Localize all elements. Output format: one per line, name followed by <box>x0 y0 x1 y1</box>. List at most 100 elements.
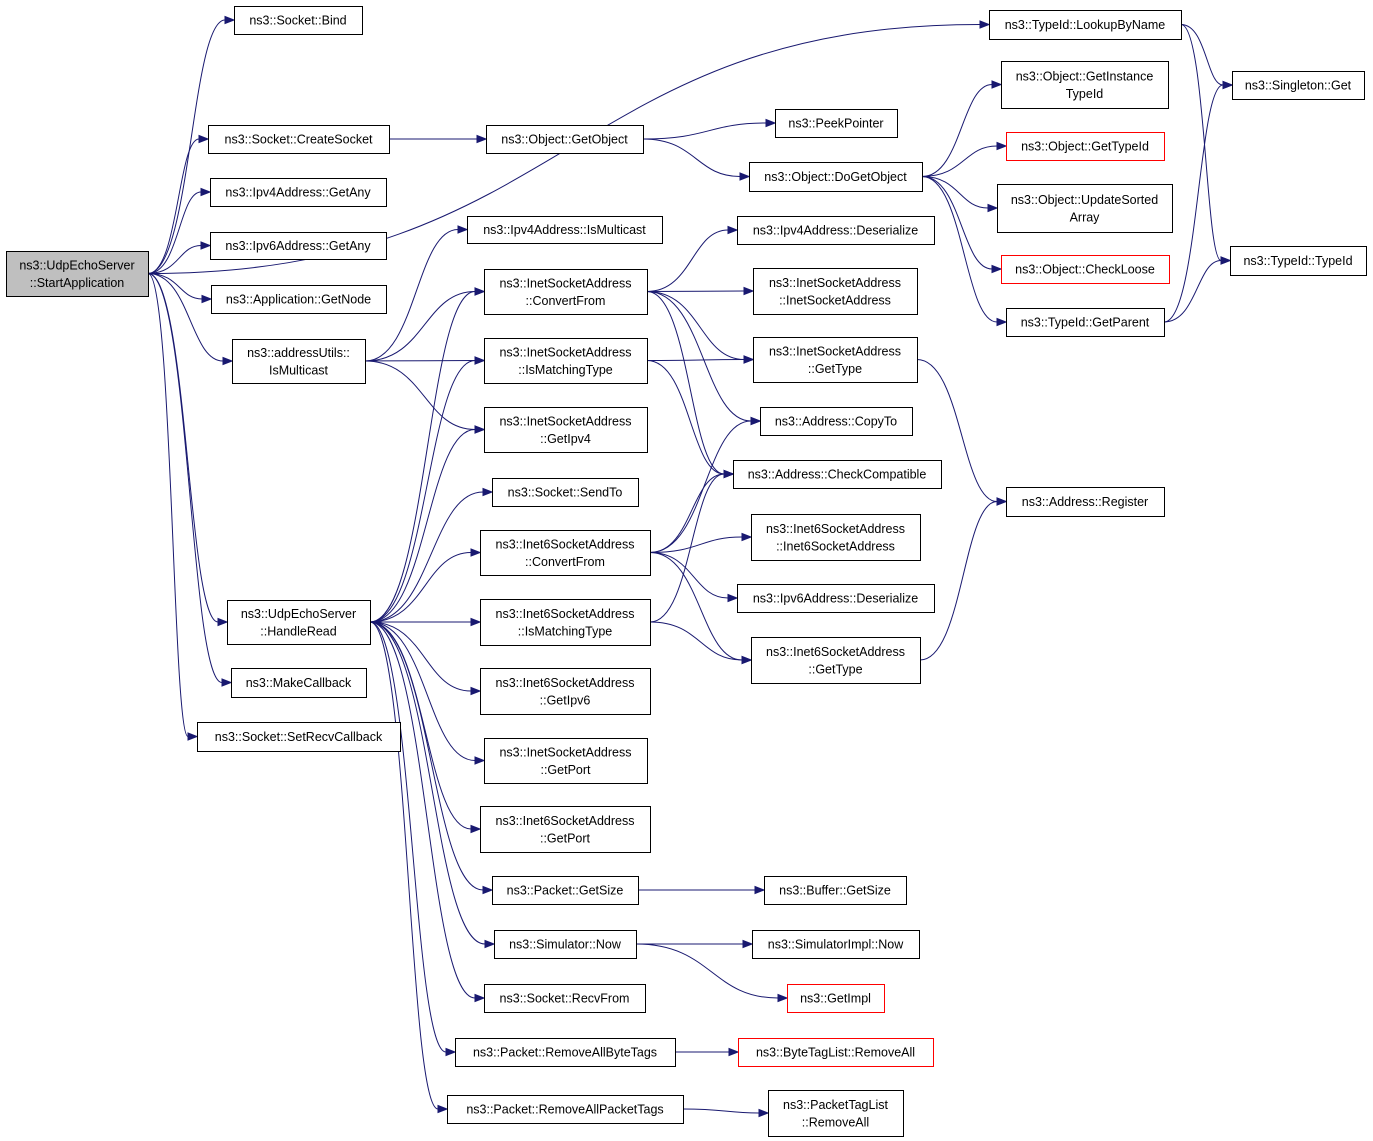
node-inet6gettype[interactable]: ns3::Inet6SocketAddress::GetType <box>751 637 921 684</box>
node-inetgetport[interactable]: ns3::InetSocketAddress::GetPort <box>484 738 648 784</box>
node-removebytetags[interactable]: ns3::Packet::RemoveAllByteTags <box>455 1038 676 1067</box>
node-checkcompatible[interactable]: ns3::Address::CheckCompatible <box>733 460 942 489</box>
node-label: ::StartApplication <box>30 276 125 290</box>
node-inet6ismatching[interactable]: ns3::Inet6SocketAddress::IsMatchingType <box>480 599 651 646</box>
node-simimplnow[interactable]: ns3::SimulatorImpl::Now <box>752 930 920 959</box>
node-label: ns3::Inet6SocketAddress <box>496 607 635 621</box>
node-label: ::GetIpv4 <box>540 432 591 446</box>
node-recvfrom[interactable]: ns3::Socket::RecvFrom <box>484 984 646 1013</box>
edge-getobject-to-dogetobject <box>642 138 741 177</box>
edge-dogetobject-to-getinstancetypeid <box>921 84 993 177</box>
node-label: ns3::UdpEchoServer <box>19 258 134 272</box>
node-getobject[interactable]: ns3::Object::GetObject <box>486 125 644 154</box>
node-getparent[interactable]: ns3::TypeId::GetParent <box>1006 308 1165 337</box>
node-label: ns3::InetSocketAddress <box>769 276 901 290</box>
node-inetgettype[interactable]: ns3::InetSocketAddress::GetType <box>753 337 918 383</box>
node-inetismatching[interactable]: ns3::InetSocketAddress::IsMatchingType <box>484 338 648 384</box>
node-typeidtypeid[interactable]: ns3::TypeId::TypeId <box>1230 246 1367 276</box>
arrowhead-inetconvertfrom-to-ipv4deserialize <box>727 225 739 235</box>
node-box <box>753 268 918 315</box>
node-inetinet[interactable]: ns3::InetSocketAddress::InetSocketAddres… <box>753 268 918 315</box>
node-dogetobject[interactable]: ns3::Object::DoGetObject <box>749 162 923 192</box>
node-packetgetsize[interactable]: ns3::Packet::GetSize <box>492 876 639 905</box>
node-box <box>467 216 663 244</box>
node-singletonget[interactable]: ns3::Singleton::Get <box>1232 71 1365 100</box>
node-box <box>484 984 646 1013</box>
edge-inet6gettype-to-register <box>919 501 998 661</box>
node-packettaglistremove[interactable]: ns3::PacketTagList::RemoveAll <box>768 1090 904 1137</box>
node-checkloose[interactable]: ns3::Object::CheckLoose <box>1001 255 1170 284</box>
node-inet6getipv6[interactable]: ns3::Inet6SocketAddress::GetIpv6 <box>480 668 651 715</box>
edge-inet6convertfrom-to-inet6gettype <box>649 552 743 661</box>
node-box <box>480 668 651 715</box>
arrowhead-packetgetsize-to-buffergetsize <box>754 885 766 895</box>
node-inet6inet6[interactable]: ns3::Inet6SocketAddress::Inet6SocketAddr… <box>751 514 921 561</box>
node-label: ns3::Object::DoGetObject <box>764 170 907 184</box>
node-box <box>737 584 935 613</box>
node-label: ns3::Application::GetNode <box>226 293 371 307</box>
node-ipv4getany[interactable]: ns3::Ipv4Address::GetAny <box>210 178 387 207</box>
node-bind[interactable]: ns3::Socket::Bind <box>234 6 363 35</box>
node-label: ::ConvertFrom <box>525 555 605 569</box>
arrowhead-dogetobject-to-checkloose <box>991 264 1003 274</box>
edge-handleread-to-simnow <box>369 621 486 945</box>
node-ipv4deserialize[interactable]: ns3::Ipv4Address::Deserialize <box>737 216 935 245</box>
node-ipv6getany[interactable]: ns3::Ipv6Address::GetAny <box>210 232 387 260</box>
node-simnow[interactable]: ns3::Simulator::Now <box>494 930 637 959</box>
node-inetgetipv4[interactable]: ns3::InetSocketAddress::GetIpv4 <box>484 407 648 453</box>
node-removepackettags[interactable]: ns3::Packet::RemoveAllPacketTags <box>447 1095 684 1124</box>
node-buffergetsize[interactable]: ns3::Buffer::GetSize <box>764 876 907 905</box>
node-setrecvcallback[interactable]: ns3::Socket::SetRecvCallback <box>197 722 401 752</box>
node-addrismulticast[interactable]: ns3::addressUtils::IsMulticast <box>232 339 366 384</box>
edge-dogetobject-to-objgettypeid <box>921 145 998 177</box>
node-sendto[interactable]: ns3::Socket::SendTo <box>492 478 639 507</box>
node-handleread[interactable]: ns3::UdpEchoServer::HandleRead <box>227 600 371 645</box>
node-inet6convertfrom[interactable]: ns3::Inet6SocketAddress::ConvertFrom <box>480 530 651 576</box>
edge-handleread-to-inetgetipv4 <box>369 429 476 623</box>
edge-inet6ismatching-to-inet6gettype <box>649 621 743 661</box>
node-label: ::GetType <box>808 362 862 376</box>
node-peekpointer[interactable]: ns3::PeekPointer <box>775 109 898 138</box>
node-label: ns3::Packet::RemoveAllByteTags <box>473 1046 657 1060</box>
node-getimpl[interactable]: ns3::GetImpl <box>787 984 885 1013</box>
node-box <box>989 10 1182 40</box>
edge-root-to-setrecvcallback <box>147 273 189 737</box>
node-label: ns3::SimulatorImpl::Now <box>768 938 904 952</box>
node-ipv4ismulticast[interactable]: ns3::Ipv4Address::IsMulticast <box>467 216 663 244</box>
node-objgettypeid[interactable]: ns3::Object::GetTypeId <box>1006 132 1165 161</box>
node-label: ns3::Socket::CreateSocket <box>225 133 374 147</box>
node-root[interactable]: ns3::UdpEchoServer::StartApplication <box>6 251 149 297</box>
edge-handleread-to-sendto <box>369 491 484 623</box>
edge-handleread-to-inet6convertfrom <box>369 552 472 623</box>
node-appgetnode[interactable]: ns3::Application::GetNode <box>211 285 387 314</box>
node-register[interactable]: ns3::Address::Register <box>1006 487 1165 517</box>
node-box <box>484 269 648 315</box>
node-copyto[interactable]: ns3::Address::CopyTo <box>760 407 913 436</box>
node-label: ns3::Ipv4Address::Deserialize <box>753 224 918 238</box>
arrowhead-root-to-createsocket <box>198 134 210 144</box>
arrowhead-root-to-ipv6getany <box>200 241 212 250</box>
node-bytetaglistremove[interactable]: ns3::ByteTagList::RemoveAll <box>738 1038 934 1067</box>
arrowhead-inet6convertfrom-to-copyto <box>750 416 762 426</box>
node-box <box>1006 308 1165 337</box>
node-label: ::GetPort <box>540 763 591 777</box>
node-box <box>787 984 885 1013</box>
node-box <box>480 599 651 646</box>
node-label: ns3::Socket::Bind <box>249 14 346 28</box>
arrowhead-dogetobject-to-getparent <box>996 317 1008 327</box>
node-lookup[interactable]: ns3::TypeId::LookupByName <box>989 10 1182 40</box>
node-makecallback[interactable]: ns3::MakeCallback <box>231 668 367 698</box>
node-label: ns3::Object::CheckLoose <box>1015 263 1155 277</box>
node-inetconvertfrom[interactable]: ns3::InetSocketAddress::ConvertFrom <box>484 269 648 315</box>
arrowhead-handleread-to-packetgetsize <box>482 885 494 895</box>
node-label: ns3::PeekPointer <box>788 117 883 131</box>
arrowhead-dogetobject-to-objgettypeid <box>996 141 1008 151</box>
node-createsocket[interactable]: ns3::Socket::CreateSocket <box>208 125 390 154</box>
node-box <box>768 1090 904 1137</box>
node-inet6getport[interactable]: ns3::Inet6SocketAddress::GetPort <box>480 806 651 853</box>
node-ipv6deserialize[interactable]: ns3::Ipv6Address::Deserialize <box>737 584 935 613</box>
node-label: ns3::Inet6SocketAddress <box>496 676 635 690</box>
arrowhead-dogetobject-to-updatesorted <box>987 203 999 213</box>
